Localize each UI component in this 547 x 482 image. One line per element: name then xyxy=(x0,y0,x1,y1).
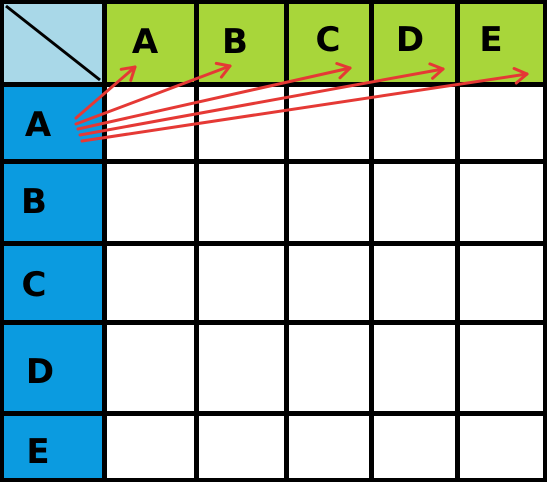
grid-cell xyxy=(106,245,194,320)
grid-cell xyxy=(459,86,543,159)
column-label-d: D xyxy=(395,20,425,60)
grid-cell xyxy=(288,163,369,241)
column-label-c: C xyxy=(315,20,341,60)
grid-cell xyxy=(288,86,369,159)
grid-cell xyxy=(459,324,543,411)
grid-cell xyxy=(373,245,455,320)
column-label-e: E xyxy=(479,20,503,60)
grid-cell xyxy=(106,324,194,411)
grid-cell xyxy=(459,245,543,320)
grid-cell xyxy=(106,415,194,478)
row-label-d: D xyxy=(25,352,55,392)
grid-cell xyxy=(288,415,369,478)
grid-cell xyxy=(198,163,284,241)
row-header-e xyxy=(4,415,102,478)
row-label-b: B xyxy=(21,182,47,222)
corner-cell xyxy=(4,4,102,82)
grid-cell xyxy=(106,86,194,159)
column-header-e xyxy=(459,4,543,82)
grid-cell xyxy=(373,86,455,159)
grid-cell xyxy=(198,86,284,159)
row-label-e: E xyxy=(26,432,50,472)
grid-cell xyxy=(106,163,194,241)
grid-cell xyxy=(459,415,543,478)
column-label-a: A xyxy=(131,22,159,62)
grid-cell xyxy=(288,245,369,320)
grid-cell xyxy=(198,324,284,411)
row-header-c xyxy=(4,245,102,320)
grid-cell xyxy=(198,415,284,478)
grid-cell xyxy=(373,415,455,478)
row-label-a: A xyxy=(24,105,52,145)
row-header-b xyxy=(4,163,102,241)
row-header-a xyxy=(4,86,102,159)
row-header-d xyxy=(4,324,102,411)
grid-cell xyxy=(459,163,543,241)
grid-cell xyxy=(288,324,369,411)
grid-cell xyxy=(373,163,455,241)
row-label-c: C xyxy=(21,265,47,305)
grid-cell xyxy=(373,324,455,411)
column-label-b: B xyxy=(222,22,248,62)
grid-cell xyxy=(198,245,284,320)
